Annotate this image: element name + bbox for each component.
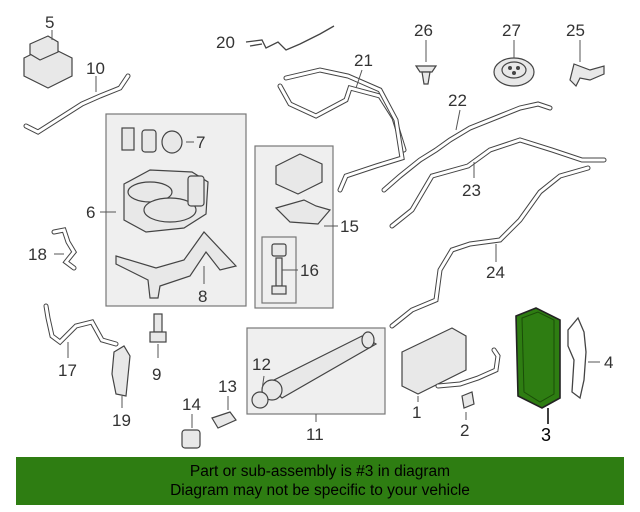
banner-line-1: Part or sub-assembly is #3 in diagram — [189, 463, 451, 480]
part-19-bracket[interactable] — [111, 345, 131, 408]
callout-18: 18 — [28, 245, 47, 264]
part-22-line[interactable] — [381, 101, 553, 193]
part-8-bracket[interactable] — [115, 231, 238, 299]
callout-7: 7 — [196, 133, 205, 152]
callout-16: 16 — [300, 261, 319, 280]
callout-15: 15 — [340, 217, 359, 236]
callout-23: 23 — [462, 181, 481, 200]
part-23-line[interactable] — [389, 137, 607, 229]
callout-1: 1 — [412, 403, 421, 422]
info-banner: Part or sub-assembly is #3 in diagram Di… — [16, 457, 624, 505]
callout-17: 17 — [58, 361, 77, 380]
part-12-cap[interactable] — [251, 375, 269, 409]
part-7-fittings[interactable] — [121, 127, 194, 154]
part-9-bolt[interactable] — [149, 313, 167, 358]
part-24-line[interactable] — [389, 165, 591, 329]
callout-19: 19 — [112, 411, 131, 430]
callout-14: 14 — [182, 395, 201, 414]
callout-10: 10 — [86, 59, 105, 78]
part-1-control-module[interactable] — [401, 327, 467, 402]
part-21-tube[interactable] — [277, 67, 407, 193]
part-14-fitting[interactable] — [181, 414, 201, 449]
callout-12: 12 — [252, 355, 271, 374]
callout-26: 26 — [414, 21, 433, 40]
callout-2: 2 — [460, 421, 469, 440]
callout-25: 25 — [566, 21, 585, 40]
callout-5: 5 — [45, 13, 54, 32]
part-17-wire[interactable] — [43, 303, 119, 358]
callout-24: 24 — [486, 263, 505, 282]
part-25-connector[interactable] — [569, 40, 605, 88]
callout-27: 27 — [502, 21, 521, 40]
part-15-module[interactable] — [274, 153, 338, 227]
callout-11: 11 — [306, 425, 324, 444]
callout-21: 21 — [354, 51, 373, 70]
callout-8: 8 — [198, 287, 207, 306]
parts-diagram: 5 10 20 21 26 27 25 22 23 24 7 6 8 15 16… — [23, 13, 613, 449]
part-6-compressor[interactable] — [100, 169, 209, 233]
part-3-highlighted-module[interactable] — [515, 307, 561, 424]
part-11-reservoir[interactable] — [261, 331, 378, 422]
callout-22: 22 — [448, 91, 467, 110]
part-27-grommet[interactable] — [493, 40, 535, 87]
part-16-bolt[interactable] — [271, 243, 298, 295]
part-20-line[interactable] — [245, 25, 335, 51]
part-4-bracket[interactable] — [567, 316, 600, 400]
callout-20: 20 — [216, 33, 235, 52]
part-10-link-rod[interactable] — [23, 73, 131, 135]
part-26-clip[interactable] — [414, 40, 438, 85]
part-13-fitting[interactable] — [211, 396, 237, 429]
callout-13: 13 — [218, 377, 237, 396]
banner-line-2: Diagram may not be specific to your vehi… — [170, 482, 470, 499]
part-18-bracket[interactable] — [51, 227, 78, 271]
callout-9: 9 — [152, 365, 161, 384]
callout-4: 4 — [604, 353, 613, 372]
part-5-sensor[interactable] — [23, 30, 73, 89]
callout-3: 3 — [541, 425, 551, 445]
callout-6: 6 — [86, 203, 95, 222]
part-2-bracket[interactable] — [435, 347, 501, 420]
